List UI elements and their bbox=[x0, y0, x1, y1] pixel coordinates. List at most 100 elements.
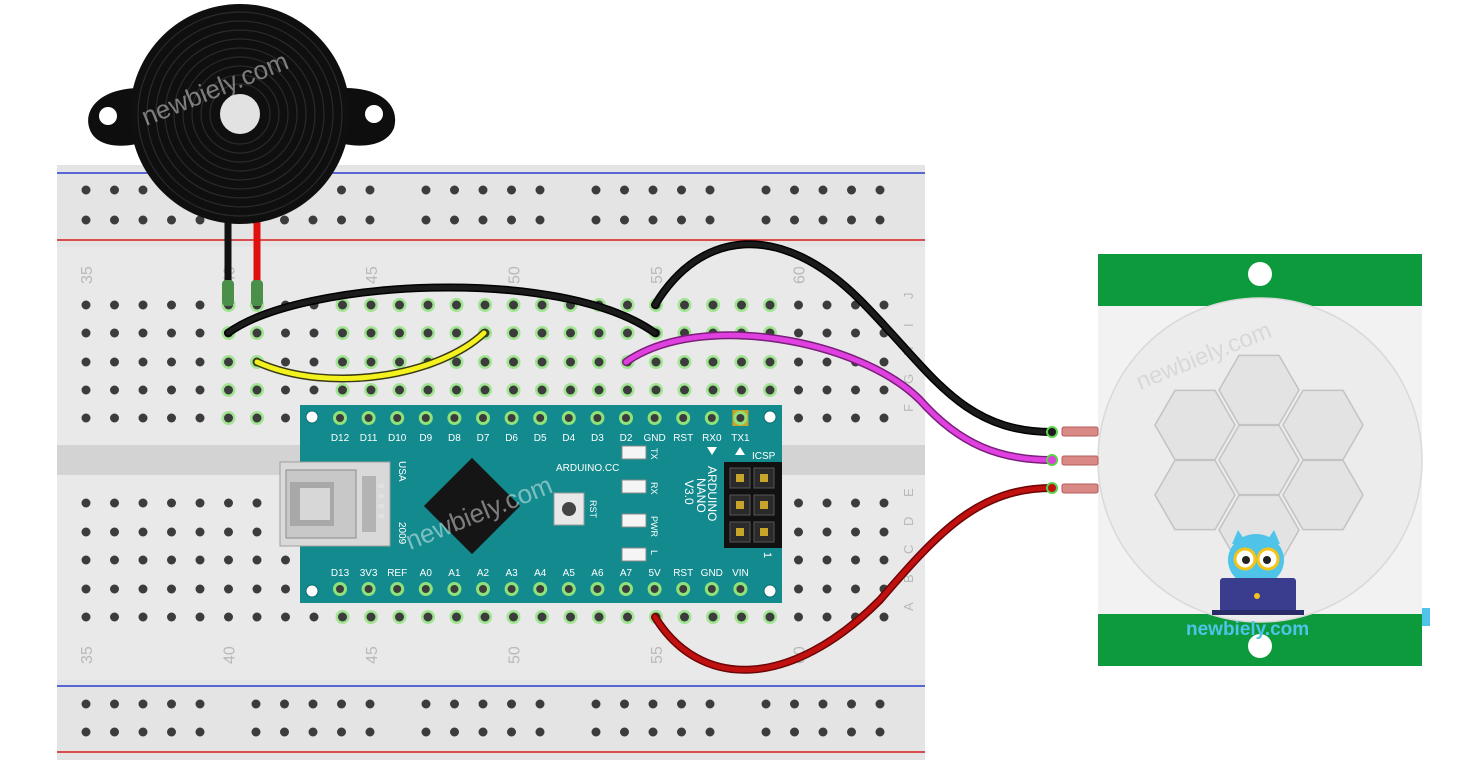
rail-hole bbox=[167, 215, 176, 225]
rail-hole bbox=[535, 727, 545, 737]
rail-hole bbox=[591, 727, 601, 737]
terminal-hole bbox=[195, 555, 205, 565]
rail-hole bbox=[195, 215, 205, 225]
buzzer-center-hole bbox=[220, 94, 260, 134]
mount-hole bbox=[305, 410, 319, 424]
terminal-hole bbox=[395, 357, 404, 367]
nano-pin-label: D5 bbox=[534, 433, 547, 444]
rail-hole bbox=[648, 185, 658, 195]
nano-pin-label: GND bbox=[701, 568, 723, 579]
buzzer-leg-end bbox=[222, 280, 234, 306]
terminal-hole bbox=[81, 498, 91, 508]
rail-hole bbox=[450, 699, 459, 709]
terminal-hole bbox=[509, 357, 518, 367]
lens-hexagon bbox=[1218, 354, 1300, 426]
nano-pin-label: A1 bbox=[448, 568, 461, 579]
terminal-hole bbox=[851, 385, 860, 395]
terminal-hole bbox=[480, 385, 490, 395]
terminal-hole bbox=[822, 300, 832, 310]
terminal-hole bbox=[252, 385, 262, 395]
reset-button[interactable] bbox=[553, 492, 585, 526]
nano-pin bbox=[707, 585, 716, 593]
terminal-hole bbox=[167, 584, 176, 594]
nano-pin bbox=[393, 585, 402, 593]
nano-pin bbox=[736, 585, 745, 593]
terminal-hole bbox=[309, 612, 319, 622]
terminal-hole bbox=[452, 385, 461, 395]
nano-pin bbox=[736, 414, 745, 422]
rail-hole bbox=[280, 699, 289, 709]
terminal-hole bbox=[224, 357, 233, 367]
terminal-hole bbox=[708, 385, 718, 395]
rail-hole bbox=[138, 727, 148, 737]
rail-hole bbox=[138, 215, 148, 225]
terminal-hole bbox=[252, 328, 262, 338]
terminal-hole bbox=[138, 527, 148, 537]
nano-pin bbox=[450, 414, 459, 422]
terminal-hole bbox=[537, 328, 547, 338]
rail-hole bbox=[81, 727, 91, 737]
buzzer-ring bbox=[191, 65, 289, 163]
reset-button-cap[interactable] bbox=[562, 502, 576, 516]
rail-hole bbox=[677, 215, 686, 225]
nano-pin bbox=[393, 414, 402, 422]
rail-hole bbox=[337, 185, 346, 195]
rail-hole bbox=[705, 185, 715, 195]
terminal-hole bbox=[338, 357, 347, 367]
nano-pin-label: A3 bbox=[505, 568, 518, 579]
terminal-hole bbox=[252, 612, 262, 622]
column-number: 35 bbox=[79, 646, 96, 664]
terminal-hole bbox=[395, 385, 404, 395]
terminal-hole bbox=[138, 328, 148, 338]
terminal-hole bbox=[138, 357, 148, 367]
buzzer-ring bbox=[209, 83, 271, 145]
terminal-hole bbox=[566, 328, 575, 338]
nano-pin-label: D11 bbox=[360, 433, 378, 444]
terminal-hole bbox=[794, 328, 803, 338]
nano-pin bbox=[564, 585, 573, 593]
rail-hole bbox=[478, 727, 488, 737]
terminal-hole bbox=[138, 612, 148, 622]
terminal-hole bbox=[822, 413, 832, 423]
pir-pin-gnd bbox=[1061, 426, 1099, 437]
lens-hexagon bbox=[1282, 389, 1364, 461]
nano-pin bbox=[622, 414, 630, 422]
nano-pin bbox=[536, 414, 545, 422]
terminal-hole bbox=[81, 385, 91, 395]
terminal-hole bbox=[138, 584, 148, 594]
rail-hole bbox=[761, 215, 771, 225]
nano-pin bbox=[364, 414, 373, 422]
nano-pin-label: GND bbox=[643, 433, 665, 444]
rail-hole bbox=[167, 699, 176, 709]
terminal-hole bbox=[594, 357, 604, 367]
terminal-hole bbox=[252, 498, 262, 508]
terminal-hole bbox=[338, 612, 347, 622]
nano-pin-label: REF bbox=[387, 568, 407, 579]
rail-hole bbox=[620, 215, 629, 225]
terminal-hole bbox=[822, 357, 832, 367]
lens-hexagon bbox=[1154, 459, 1236, 531]
piezo-buzzer: newbiely.com bbox=[88, 4, 396, 306]
nano-pin-label: D8 bbox=[448, 433, 461, 444]
row-letter: C bbox=[901, 545, 916, 554]
terminal-hole bbox=[509, 300, 518, 310]
rail-hole bbox=[818, 215, 828, 225]
rail-hole bbox=[507, 727, 516, 737]
terminal-hole bbox=[423, 612, 433, 622]
terminal-hole bbox=[879, 555, 889, 565]
wire-end bbox=[1046, 454, 1058, 466]
terminal-hole bbox=[366, 328, 376, 338]
nano-pin bbox=[336, 585, 344, 593]
terminal-hole bbox=[794, 584, 803, 594]
arrow-down-icon bbox=[707, 447, 717, 455]
terminal-hole bbox=[195, 357, 205, 367]
rail-hole bbox=[450, 215, 459, 225]
terminal-hole bbox=[110, 357, 119, 367]
rail-hole bbox=[761, 727, 771, 737]
nano-pin-label: D13 bbox=[331, 568, 350, 579]
buzzer-ring bbox=[164, 38, 316, 190]
column-number: 50 bbox=[507, 266, 524, 284]
maker-label: ARDUINO.CC bbox=[556, 463, 619, 474]
rail-hole bbox=[705, 727, 715, 737]
